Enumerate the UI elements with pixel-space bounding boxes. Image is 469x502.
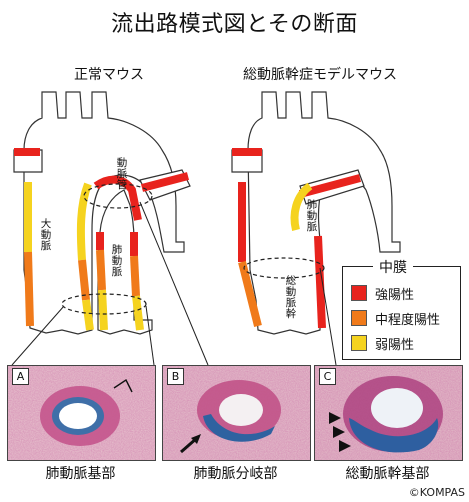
label-pulmonary-right: 肺動脈 [306,199,318,233]
panel-letter: A [12,368,29,385]
histology-image-b [163,366,310,460]
subtitle-pta: 総動脈幹症モデルマウス [243,67,397,83]
normal-aortic-arch [23,91,185,335]
pta-outer-orange [238,261,262,327]
pta-red-right [298,174,362,198]
leader-c [319,267,337,366]
normal-section-base [61,293,147,315]
leader-a2 [145,305,155,366]
legend-item: 強陽性 [351,283,414,303]
legend-label: 中程度陽性 [375,312,441,328]
normal-heart [23,91,185,335]
histology-image-c [315,366,462,460]
normal-pulmonary-trunk [97,189,153,335]
pta-inner-yellow [290,182,313,231]
normal-aorta-inner-orange [78,259,90,301]
legend-swatch-moderate [351,310,367,326]
legend-swatch-strong [351,285,367,301]
normal-pa-orange [96,249,106,291]
histology-panel-a: A [7,365,156,461]
histology-panel-b: B [162,365,311,461]
caption-a: 肺動脈基部 [45,466,116,482]
legend: 中膜 強陽性 中程度陽性 弱陽性 [342,257,461,360]
normal-aorta-inner-yellow [76,182,92,261]
normal-section-ductus [83,183,153,209]
pta-section-base [243,257,325,279]
pta-heart [247,91,401,335]
histology-panel-c: C [314,365,463,461]
normal-aorta-inner-yellow2 [82,299,94,331]
legend-swatch-weak [351,335,367,351]
page-title: 流出路模式図とその断面 [111,12,358,37]
normal-aorta-orange [24,251,34,327]
legend-label: 強陽性 [375,287,415,303]
label-common-trunk: 総動脈幹 [285,275,297,320]
copyright: ©KOMPAS [408,486,465,499]
caption-c: 総動脈幹基部 [345,466,430,482]
subtitle-normal: 正常マウス [74,67,144,83]
legend-title: 中膜 [373,257,413,277]
pta-trunk-body [247,91,401,335]
histology-image-a [8,366,155,460]
legend-label: 弱陽性 [375,337,415,353]
panel-letter: C [319,368,336,385]
label-pulmonary: 肺動脈 [111,244,123,278]
normal-pa-yellow [98,289,108,331]
leader-a [11,305,65,366]
pta-right-wall-red [314,235,326,329]
normal-pa-right-yellow [132,295,144,331]
panel-letter: B [167,368,184,385]
normal-ductus-red [93,175,142,221]
caption-b: 肺動脈分岐部 [193,466,278,482]
legend-item: 中程度陽性 [351,308,440,328]
legend-item: 弱陽性 [351,333,414,353]
label-aorta: 大動脈 [40,218,52,252]
label-ductus: 動脈管 [116,157,128,191]
normal-pa-right-orange [130,255,140,297]
leader-b [139,201,209,366]
normal-right-red [140,172,190,192]
